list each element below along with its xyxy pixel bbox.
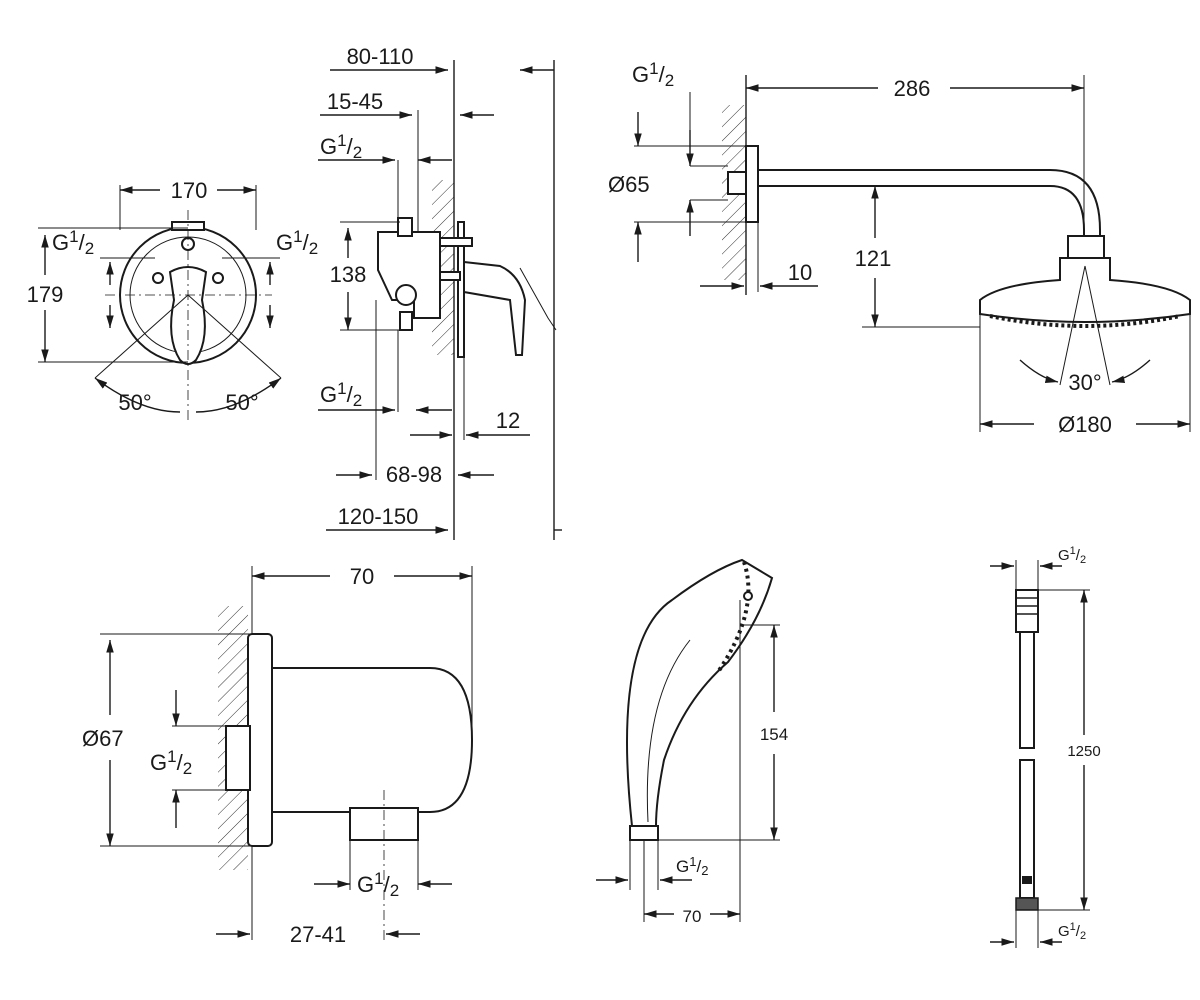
valve	[395, 284, 417, 306]
mixer-lever-side	[463, 260, 527, 356]
mixer-side-view: 80-110 15-45 G1/2 138 G1/2 12 68-98	[318, 44, 562, 540]
thread-stub	[727, 171, 747, 195]
handle-inner-line	[646, 639, 691, 823]
handle-depth-label: 68-98	[386, 462, 442, 487]
depth-total-label: 80-110	[347, 44, 414, 69]
hose-bottom-nut	[1015, 897, 1039, 911]
hand-shower-thread-label: G1/2	[676, 854, 708, 878]
hose-thread-top-label: G1/2	[1058, 545, 1086, 566]
elbow-inlet-label: G1/2	[150, 747, 192, 778]
elbow-flange	[247, 633, 273, 847]
flange-depth-label: 10	[788, 260, 812, 285]
hose-view: G1/2 1250 G1/2	[990, 545, 1101, 948]
mixer-inlet-right: G1/2	[276, 227, 318, 258]
arm-inlet-label: G1/2	[632, 59, 674, 90]
drop-label: 121	[855, 246, 892, 271]
spindle	[439, 237, 473, 247]
plate-label: 12	[496, 408, 520, 433]
spindle	[439, 271, 461, 281]
max-depth-label: 120-150	[338, 504, 419, 529]
hose-top-nut	[1015, 589, 1039, 633]
inlet-bottom-label: G1/2	[320, 379, 362, 410]
hose-tube-top	[1019, 631, 1035, 749]
angle-right-label: 50°	[225, 390, 258, 415]
wall-elbow-view: 70 Ø67 G1/2 G1/2 27-41	[82, 564, 474, 947]
depth-body-label: 15-45	[327, 89, 383, 114]
projection-label: 286	[894, 76, 931, 101]
elbow-outlet-label: G1/2	[357, 869, 399, 900]
angle-left-label: 50°	[118, 390, 151, 415]
elbow-body	[271, 667, 474, 813]
hand-shower-width-label: 70	[683, 907, 702, 926]
mixer-height-label: 179	[27, 282, 64, 307]
elbow-width-label: 70	[350, 564, 374, 589]
hand-shower-view: 154 G1/2 70	[596, 558, 788, 926]
hose-cone	[1022, 876, 1032, 884]
mixer-inlet-left: G1/2	[52, 227, 94, 258]
arm-nut	[1067, 235, 1105, 259]
hose-length-label: 1250	[1067, 743, 1100, 760]
arm-flange	[745, 145, 759, 223]
mixer-width-label: 170	[171, 178, 208, 203]
inlet-top	[397, 217, 413, 237]
shower-head	[979, 257, 1191, 323]
elbow-inlet-thread	[225, 725, 251, 791]
screw	[212, 272, 224, 284]
hand-shower-body	[626, 558, 774, 827]
inlet-bottom	[399, 311, 413, 331]
spray-angle-label: 30°	[1068, 370, 1101, 395]
side-height-label: 138	[330, 262, 367, 287]
shower-arm	[757, 169, 1101, 239]
mixer-front-view: 170 179 G1/2 G1/2 50° 50°	[27, 178, 318, 420]
hose-thread-bottom-label: G1/2	[1058, 921, 1086, 942]
elbow-flange-label: Ø67	[82, 726, 124, 751]
spray-face	[989, 314, 1181, 328]
inlet-top-label: G1/2	[320, 131, 362, 162]
flange-diameter-label: Ø65	[608, 172, 650, 197]
hand-shower-length-label: 154	[760, 725, 788, 744]
head-diameter-label: Ø180	[1058, 412, 1112, 437]
elbow-outlet-position-label: 27-41	[290, 922, 346, 947]
screw	[152, 272, 164, 284]
hand-shower-thread	[629, 825, 659, 841]
shower-arm-view: 30° G1/2 286 Ø65 10 121 Ø180	[608, 59, 1191, 437]
jet-selector	[743, 591, 753, 601]
